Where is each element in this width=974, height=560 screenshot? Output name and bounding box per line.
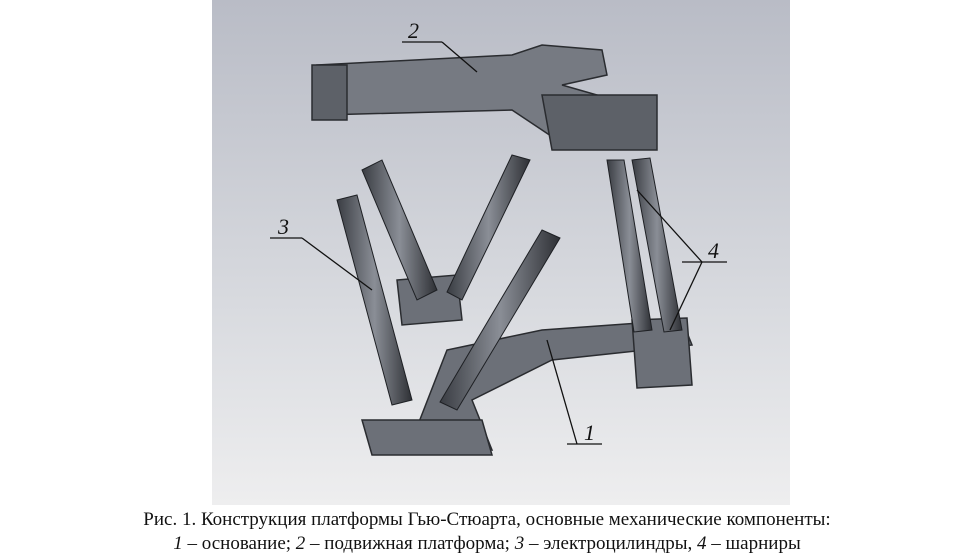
cylinders: [336, 154, 683, 411]
stewart-platform-illustration: 2 3 4 1: [212, 0, 790, 505]
callouts: [270, 41, 727, 445]
caption-text: – подвижная платформа;: [305, 533, 515, 554]
figure-caption: Рис. 1. Конструкция платформы Гью-Стюарт…: [0, 508, 974, 556]
caption-text: – электроцилиндры,: [524, 533, 698, 554]
caption-line-2: 1 – основание; 2 – подвижная платформа; …: [0, 532, 974, 556]
caption-text: – шарниры: [706, 533, 801, 554]
stewart-platform-figure: 2 3 4 1: [212, 0, 790, 505]
caption-num: 2: [295, 533, 306, 554]
caption-num: 4: [697, 533, 707, 554]
label-cylinders: 3: [277, 214, 289, 239]
caption-num: 3: [514, 533, 525, 554]
moving-platform: [311, 44, 658, 151]
caption-text: – основание;: [182, 533, 296, 554]
label-platform: 2: [408, 18, 419, 43]
caption-line-1: Рис. 1. Конструкция платформы Гью-Стюарт…: [143, 509, 831, 530]
label-base: 1: [584, 420, 595, 445]
label-joints: 4: [708, 238, 719, 263]
caption-num: 1: [173, 533, 183, 554]
